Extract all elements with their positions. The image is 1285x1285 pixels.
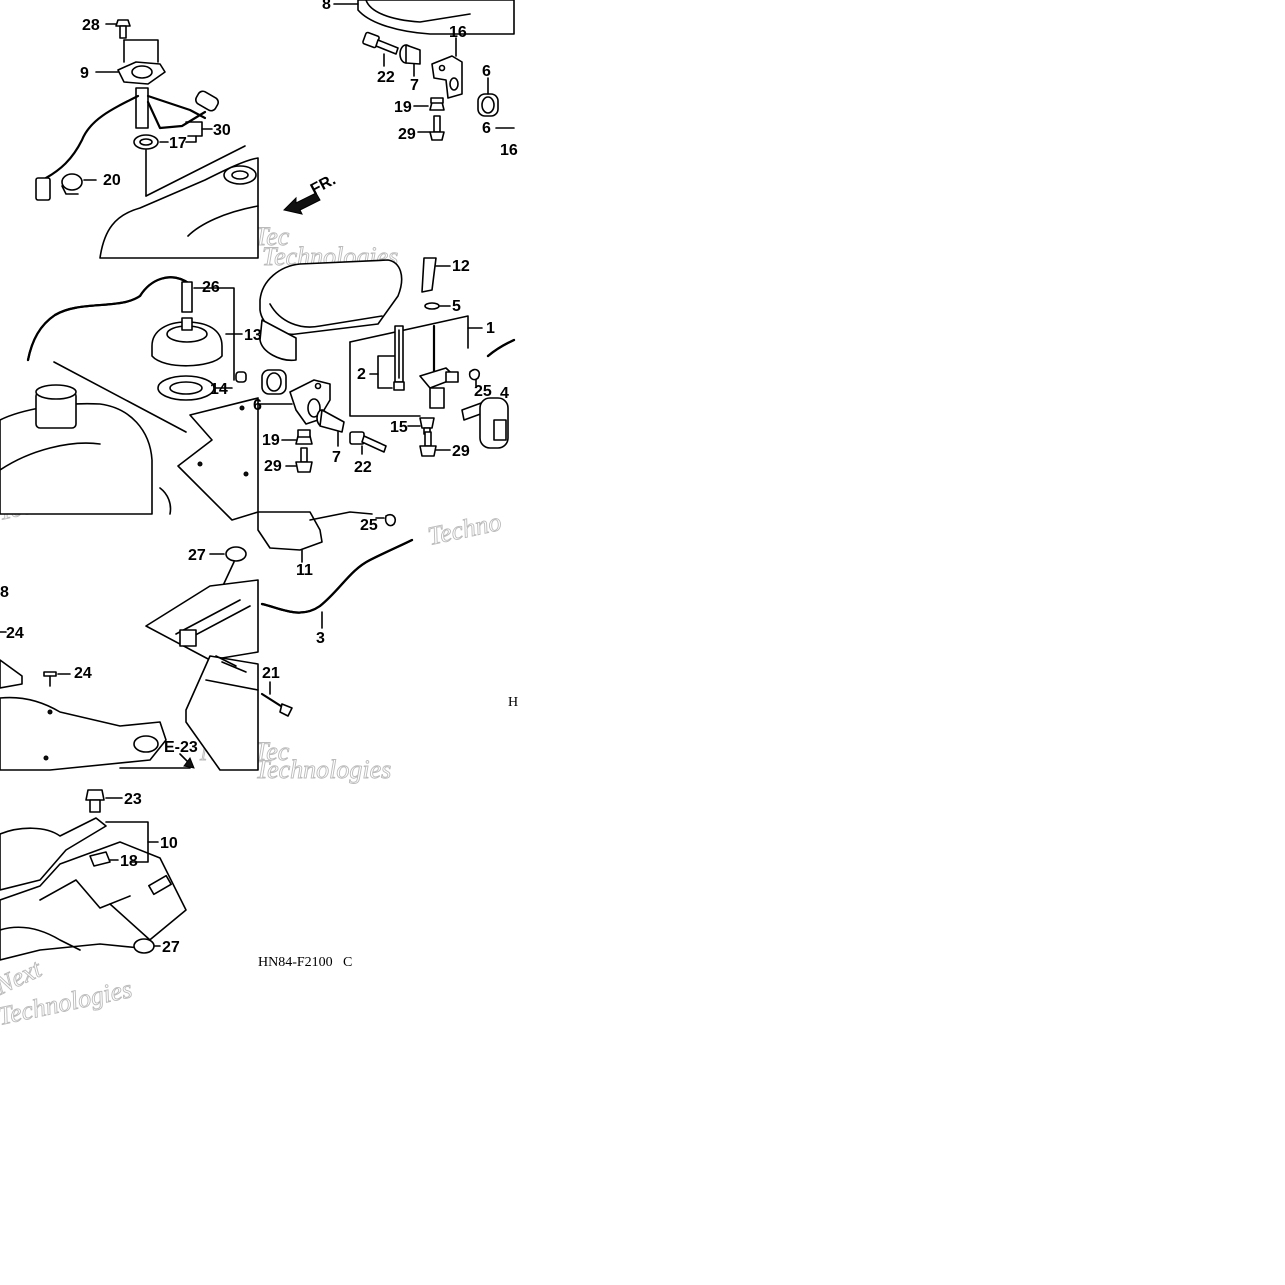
callout-6b: 6: [482, 120, 491, 137]
nut-19: [429, 97, 445, 111]
bolt-22b: [349, 431, 387, 453]
callout-25b: 25: [360, 517, 378, 534]
callout-7b: 7: [332, 449, 341, 466]
fuel-valve-1: [419, 324, 459, 409]
watermark: Techno: [425, 507, 504, 551]
gauge-plate-9: [117, 61, 166, 85]
callout-1: 1: [486, 320, 495, 337]
clamp-20: [61, 173, 83, 195]
callout-20: 20: [103, 172, 121, 189]
callout-4: 4: [500, 385, 509, 402]
bolt-29b: [419, 431, 437, 457]
callout-13: 13: [244, 327, 262, 344]
callout-22: 22: [377, 69, 395, 86]
gasket-14: [157, 375, 215, 401]
tile-middle-right: 12 5 1 2 25 4 15 29 22 7 19 29: [259, 257, 516, 476]
callout-22b: 22: [354, 459, 372, 476]
callout-16b: 16: [500, 142, 518, 159]
bracket-16: [431, 55, 463, 99]
tile-top-right: 8 22 7 16 6 19 29 6 16: [322, 0, 518, 159]
bolt-29c: [295, 447, 313, 473]
callout-24: 24: [6, 625, 24, 642]
callout-8b: 8: [0, 584, 9, 601]
callout-16: 16: [449, 24, 467, 41]
callout-18: 18: [120, 853, 138, 870]
callout-5: 5: [452, 298, 461, 315]
callout-24b: 24: [74, 665, 92, 682]
callout-29b: 29: [452, 443, 470, 460]
tile-lower-left: 27 8 24 24 E-23: [0, 546, 259, 771]
callout-25: 25: [474, 383, 492, 400]
callout-28: 28: [82, 17, 100, 34]
callout-30: 30: [213, 122, 231, 139]
part-code-suffix: C: [343, 955, 352, 970]
rubber-mount-6b: [261, 369, 287, 395]
nut-19b: [295, 429, 313, 445]
valve-knob-4: [461, 397, 509, 449]
callout-21: 21: [262, 665, 280, 682]
tile-lower-right: 11 25 3 21 H: [257, 511, 518, 717]
callout-19b: 19: [262, 432, 280, 449]
callout-19: 19: [394, 99, 412, 116]
bolt-28: [115, 19, 131, 39]
part-code: HN84-F2100: [258, 955, 333, 970]
callout-10: 10: [160, 835, 178, 852]
collar-7b: [316, 409, 345, 433]
callout-12: 12: [452, 258, 470, 275]
callout-9: 9: [80, 65, 89, 82]
callout-26: 26: [202, 279, 220, 296]
bolt-22: [362, 31, 399, 55]
tile-bottom-left: HN84-F2100 C 23 10 18 27: [0, 789, 352, 970]
front-direction-arrow: FR.: [283, 171, 339, 215]
callout-11: 11: [296, 562, 313, 579]
rubber-mount-6: [477, 93, 499, 117]
callout-2: 2: [357, 366, 366, 383]
bolt-21: [260, 692, 293, 717]
reference-label: E-23: [164, 739, 198, 756]
callout-15: 15: [390, 419, 408, 436]
bolt-29: [429, 115, 445, 141]
tile-top-left: FR. 28 9 30 17 20: [35, 17, 339, 259]
tile-middle-left: 26 13 14 6: [0, 276, 262, 521]
callout-7: 7: [410, 77, 419, 94]
callout-29: 29: [398, 126, 416, 143]
callout-17: 17: [169, 135, 187, 152]
callout-6c: 6: [253, 397, 262, 414]
callout-14: 14: [210, 381, 228, 398]
watermark: Technologies: [255, 755, 391, 784]
part-code-fragment: H: [508, 695, 518, 710]
callout-8: 8: [322, 0, 331, 13]
filler-cap-13: [151, 317, 223, 367]
callout-29c: 29: [264, 458, 282, 475]
callout-23: 23: [124, 791, 142, 808]
collar-7: [399, 44, 421, 65]
fuel-filter-2: [393, 325, 405, 391]
fuel-sender-30: [135, 87, 219, 130]
callout-27b: 27: [162, 939, 180, 956]
callout-27: 27: [188, 547, 206, 564]
callout-6: 6: [482, 63, 491, 80]
o-ring-17: [133, 134, 159, 150]
callout-3: 3: [316, 630, 325, 647]
